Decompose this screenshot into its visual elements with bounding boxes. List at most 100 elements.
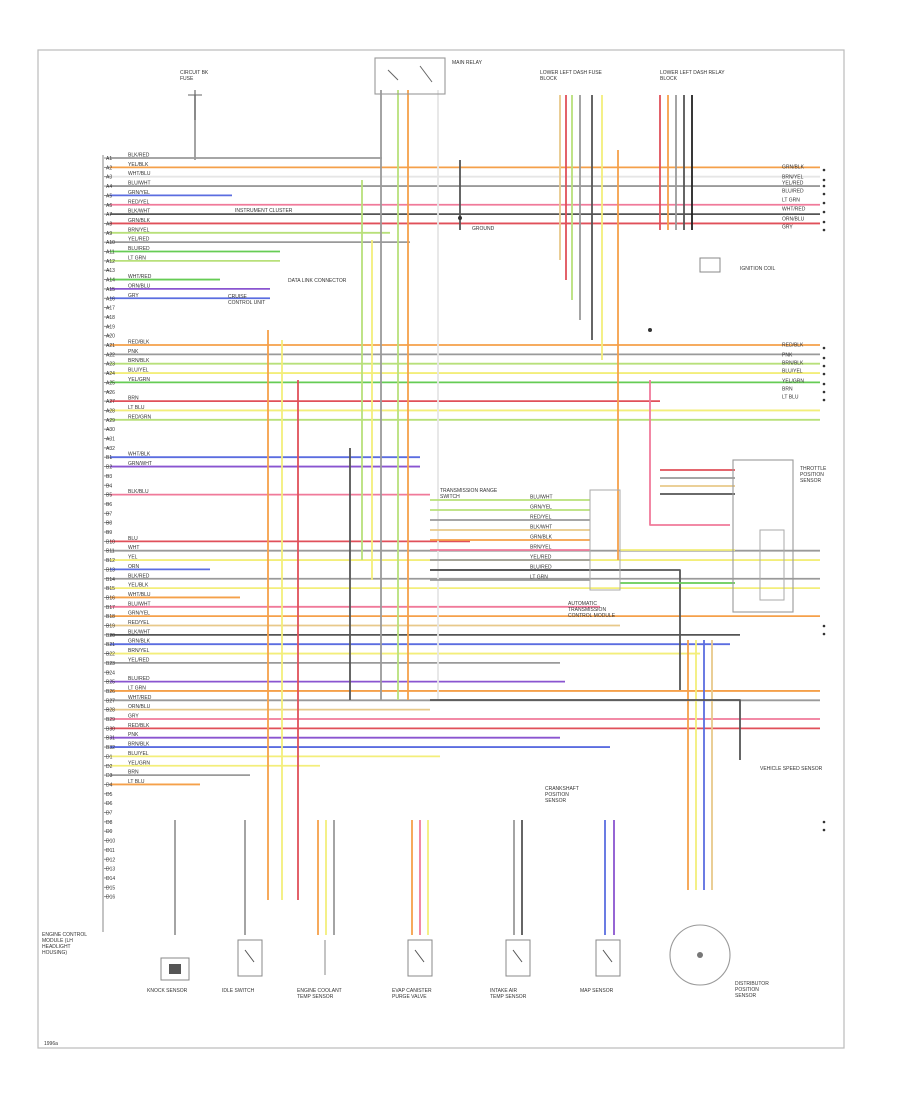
ecm-pin-label: B3 xyxy=(106,474,112,480)
wire-color-label: BRN xyxy=(128,770,139,776)
ecm-pin-label: A10 xyxy=(106,240,115,246)
ecm-pin-label: B16 xyxy=(106,595,115,601)
main-relay-box xyxy=(374,57,446,95)
wire-color-label: GRN/WHT xyxy=(128,461,152,467)
wire-color-label: YEL/RED xyxy=(530,555,552,561)
ecm-pin-label: D1 xyxy=(106,754,113,760)
ecm-pin-label: B24 xyxy=(106,670,115,676)
ecm-pin-label: A14 xyxy=(106,278,115,284)
connector-terminal xyxy=(822,364,826,368)
ecm-pin-label: A25 xyxy=(106,380,115,386)
fuse-block-label: CIRCUIT BK xyxy=(180,70,209,76)
ecm-pin-label: D6 xyxy=(106,801,113,807)
ecm-pin-label: B12 xyxy=(106,558,115,564)
junction-label: LOWER LEFT DASH FUSE xyxy=(540,70,603,76)
wire-color-label: BLK/WHT xyxy=(128,629,150,635)
ecm-pin-label: D12 xyxy=(106,857,115,863)
distributor-label: SENSOR xyxy=(735,993,757,999)
wire-color-label: GRN/BLK xyxy=(782,165,805,171)
throttle-label: SENSOR xyxy=(800,478,822,484)
ecm-pin-label: B27 xyxy=(106,698,115,704)
wire-color-label: GRN/BLK xyxy=(128,639,151,645)
ecm-pin-label: A20 xyxy=(106,334,115,340)
connector-terminal xyxy=(822,201,826,205)
cluster-label: INSTRUMENT CLUSTER xyxy=(235,208,293,214)
ecm-pin-label: D13 xyxy=(106,867,115,873)
ecm-pin-label: B11 xyxy=(106,549,115,555)
wire-color-label: GRN/BLK xyxy=(530,535,553,541)
ecm-pin-label: B14 xyxy=(106,577,115,583)
ecm-pin-label: D14 xyxy=(106,876,115,882)
ecm-pin-label: B13 xyxy=(106,567,115,573)
wire-color-label: RED/GRN xyxy=(128,414,151,420)
wire-color-label: BRN/YEL xyxy=(782,175,804,181)
ecm-pin-label: B2 xyxy=(106,465,112,471)
ecm-pin-label: A32 xyxy=(106,446,115,452)
wire-color-label: BLU xyxy=(128,536,138,542)
connector-terminal xyxy=(822,210,826,214)
ecm-pin-label: B8 xyxy=(106,521,112,527)
wire-color-label: LT GRN xyxy=(782,198,800,204)
wire-color-label: GRY xyxy=(128,714,139,720)
wire-color-label: RED/BLK xyxy=(128,340,150,346)
connector-terminal xyxy=(822,356,826,360)
sensor-label: PURGE VALVE xyxy=(392,994,427,1000)
wire-color-label: YEL/RED xyxy=(128,657,150,663)
wire-color-label: BLU/WHT xyxy=(128,601,151,607)
wire-color-label: GRN/YEL xyxy=(128,190,150,196)
trans-switch-label: SWITCH xyxy=(440,494,460,500)
wire-color-label: WHT/RED xyxy=(128,274,152,280)
sensor-body xyxy=(237,939,263,977)
ecm-pin-label: A2 xyxy=(106,165,112,171)
crankshaft-label: CRANKSHAFT xyxy=(545,786,579,792)
ecm-label: HOUSING) xyxy=(42,950,67,956)
connector-terminal xyxy=(822,820,826,824)
ecm-pin-label: A13 xyxy=(106,268,115,274)
trans-control-label: CONTROL MODULE xyxy=(568,613,616,619)
wire-color-label: GRN/BLK xyxy=(128,218,151,224)
ecm-pin-label: A3 xyxy=(106,175,112,181)
ecm-pin-label: A15 xyxy=(106,287,115,293)
cruise-label: CRUISE xyxy=(228,294,248,300)
connector-terminal xyxy=(822,390,826,394)
connector-terminal xyxy=(822,228,826,232)
sensor-body xyxy=(407,939,433,977)
ecm-pin-label: B22 xyxy=(106,652,115,658)
wire-color-label: PNK xyxy=(782,353,793,359)
ecm-pin-label: B21 xyxy=(106,642,115,648)
ecm-pin-label: A30 xyxy=(106,427,115,433)
ecm-pin-label: B18 xyxy=(106,614,115,620)
wire-color-label: RED/YEL xyxy=(128,620,150,626)
ecm-pin-label: D5 xyxy=(106,792,113,798)
ecm-pin-label: D15 xyxy=(106,885,115,891)
ecm-pin-label: B1 xyxy=(106,455,112,461)
wire-color-label: YEL/GRN xyxy=(128,377,150,383)
ecm-pin-label: A18 xyxy=(106,315,115,321)
wire-color-label: LT GRN xyxy=(530,575,548,581)
ecm-pin-label: B29 xyxy=(106,717,115,723)
wire-color-label: ORN/BLU xyxy=(128,283,151,289)
connector-terminal xyxy=(822,382,826,386)
ecm-pin-label: A7 xyxy=(106,212,112,218)
ecm-pin-label: A22 xyxy=(106,352,115,358)
wire-color-label: ORN/BLU xyxy=(128,704,151,710)
ecm-pin-label: A23 xyxy=(106,362,115,368)
ecm-pin-label: A12 xyxy=(106,259,115,265)
connector-terminal xyxy=(822,372,826,376)
wire-color-label: BLU/YEL xyxy=(782,369,803,375)
wire-color-label: WHT xyxy=(128,545,139,551)
distributor-body xyxy=(669,924,731,986)
sensor-label: ENGINE COOLANT xyxy=(297,988,342,994)
ecm-pin-label: A16 xyxy=(106,296,115,302)
wire-color-label: BLU/RED xyxy=(128,246,150,252)
ground-label: GROUND xyxy=(472,226,495,232)
crankshaft-label: SENSOR xyxy=(545,798,567,804)
wire-color-label: WHT/BLU xyxy=(128,171,151,177)
ecm-pin-label: B9 xyxy=(106,530,112,536)
ecm-label: MODULE (LH xyxy=(42,938,73,944)
wire-color-label: WHT/RED xyxy=(128,695,152,701)
connector-terminal xyxy=(822,220,826,224)
wire-color-label: BRN xyxy=(782,387,793,393)
connector-terminal xyxy=(822,346,826,350)
wire-color-label: BRN/YEL xyxy=(128,227,150,233)
